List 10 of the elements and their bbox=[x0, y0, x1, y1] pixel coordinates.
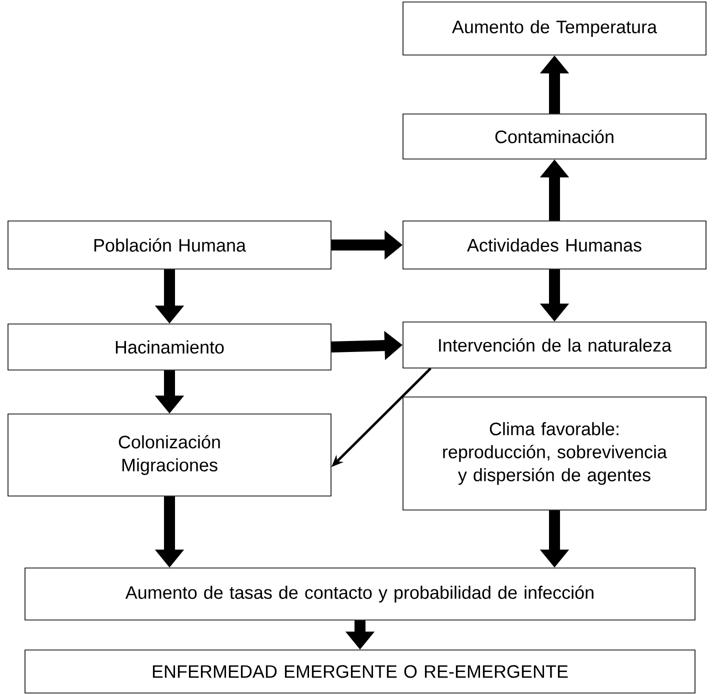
process-box: Población Humana bbox=[8, 220, 332, 270]
process-box: Colonización Migraciones bbox=[8, 414, 332, 496]
process-box: Aumento de tasas de contacto y probabilidad de infección bbox=[24, 568, 696, 620]
process-box: Actividades Humanas bbox=[402, 220, 706, 270]
process-box: Clima favorable: reproducción, sobrevivencia y dispersión de agentes bbox=[402, 396, 706, 510]
process-box: Hacinamiento bbox=[8, 324, 332, 370]
process-box: Intervención de la naturaleza bbox=[402, 322, 706, 368]
process-box: Aumento de Temperatura bbox=[402, 2, 706, 56]
process-box: Contaminación bbox=[402, 114, 706, 160]
process-box: ENFERMEDAD EMERGENTE O RE-EMERGENTE bbox=[24, 650, 696, 694]
